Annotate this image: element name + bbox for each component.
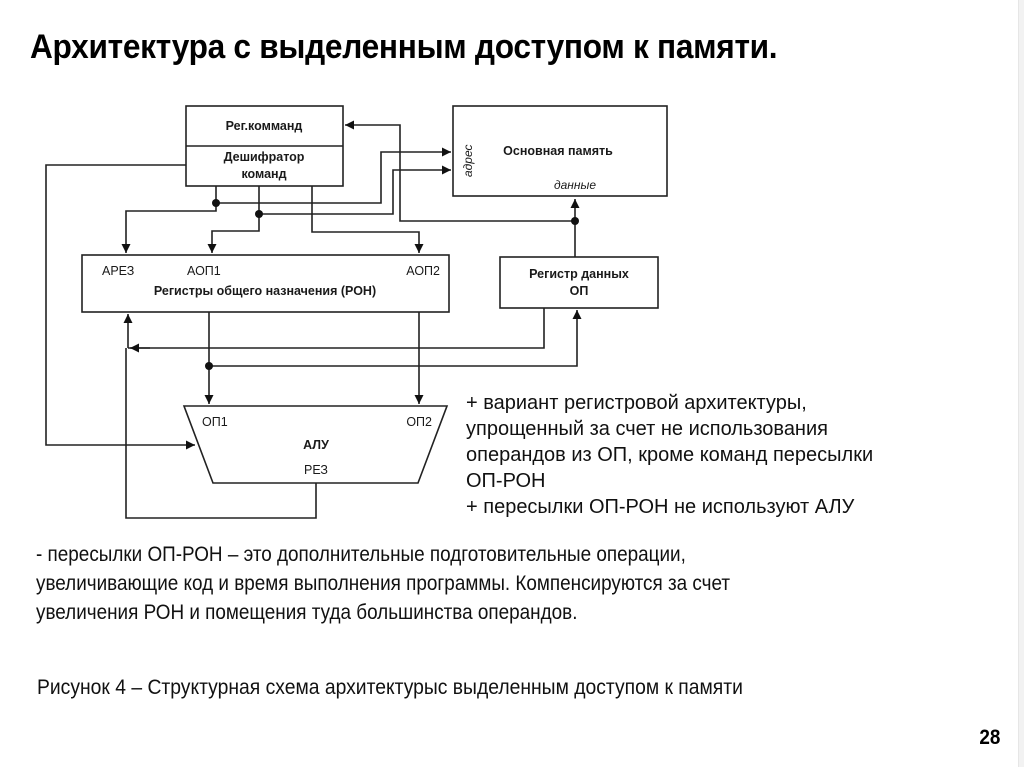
wire-decoder-to-mem-address-2 [258, 165, 451, 215]
cons-line: увеличивающие код и время выполнения про… [36, 572, 731, 595]
gpr-port-aop1-label: АОП1 [187, 264, 221, 278]
gpr-block [81, 254, 450, 313]
junction-dot [205, 362, 213, 370]
pros-line: + пересылки ОП-РОН не используют АЛУ [466, 496, 855, 518]
wire-decoder-to-aop2 [311, 186, 424, 253]
memory-data-port-label: данные [554, 178, 596, 192]
cons-line: - пересылки ОП-РОН – это дополнительные … [36, 543, 686, 566]
cmd-register-label: Рег.комманд [226, 119, 303, 133]
wire-data-register-to-gpr [128, 308, 545, 349]
wire-decoder-to-mem-address-1 [215, 147, 451, 204]
alu-block [182, 405, 449, 484]
cons-notes: - пересылки ОП-РОН – это дополнительные … [36, 540, 730, 627]
memory-address-port-label: адрес [461, 144, 475, 177]
pros-notes: + вариант регистровой архитектуры, упрощ… [466, 390, 873, 520]
alu-port-res-label: РЕЗ [304, 463, 328, 477]
cmd-decoder-label-2: команд [241, 167, 286, 181]
slide-edge [1018, 0, 1024, 767]
main-memory-block [452, 105, 668, 197]
wire-decoder-to-alu-control [45, 164, 195, 450]
pros-line: ОП-РОН [466, 470, 546, 492]
data-register-block [499, 256, 659, 309]
alu-port-op2-label: ОП2 [406, 415, 432, 429]
figure-caption: Рисунок 4 – Структурная схема архитектур… [37, 676, 743, 699]
wire-gpr-to-data-register [209, 310, 582, 367]
junction-dot [255, 210, 263, 218]
data-register-label-1: Регистр данных [529, 267, 629, 281]
wire-decoder-to-ares [121, 203, 217, 253]
alu-label: АЛУ [303, 438, 329, 452]
page-number: 28 [978, 726, 1000, 749]
wire-decoder-to-aop1 [207, 214, 260, 253]
wire-mem-to-cmd-register [345, 120, 575, 222]
gpr-port-aop2-label: АОП2 [406, 264, 440, 278]
pros-line: + вариант регистровой архитектуры, [466, 392, 807, 414]
main-memory-label: Основная память [503, 144, 613, 158]
junction-dot [212, 199, 220, 207]
slide-title: Архитектура с выделенным доступом к памя… [30, 28, 778, 66]
alu-port-op1-label: ОП1 [202, 415, 228, 429]
cmd-decoder-label-1: Дешифратор [224, 150, 305, 164]
junction-dot [571, 217, 579, 225]
gpr-label: Регистры общего назначения (РОН) [154, 284, 376, 298]
pros-line: операндов из ОП, кроме команд пересылки [466, 444, 874, 466]
wire-alu-result-to-gpr [125, 348, 317, 519]
data-register-label-2: ОП [570, 284, 589, 298]
gpr-port-ares-label: АРЕЗ [102, 264, 134, 278]
cons-line: увеличения РОН и помещения туда большинс… [36, 601, 578, 624]
pros-line: упрощенный за счет не использования [466, 418, 828, 440]
